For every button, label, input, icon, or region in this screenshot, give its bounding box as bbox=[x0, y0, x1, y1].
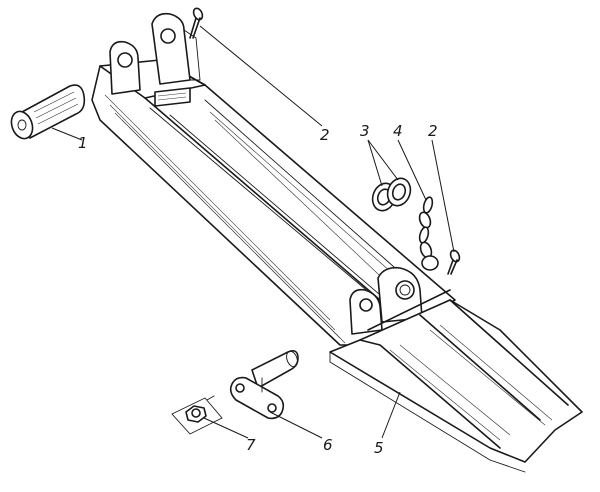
leader-3a bbox=[367, 139, 383, 187]
pin-with-plate-6 bbox=[229, 350, 299, 420]
boom-frame bbox=[91, 59, 456, 346]
leader-lines bbox=[51, 25, 455, 439]
boom-side-shading bbox=[104, 94, 401, 344]
tongue-shading bbox=[389, 324, 553, 441]
cotter-pin-right bbox=[447, 249, 461, 275]
front-lug-hole bbox=[395, 280, 415, 300]
fitting-7 bbox=[171, 395, 223, 435]
callout-4: 4 bbox=[393, 122, 403, 140]
callout-3: 3 bbox=[360, 122, 370, 140]
callout-2-right: 2 bbox=[428, 122, 438, 140]
callout-6: 6 bbox=[323, 436, 333, 454]
leader-6 bbox=[269, 411, 323, 439]
callout-2-top: 2 bbox=[320, 126, 330, 144]
rear-lug-hole-left bbox=[117, 52, 133, 68]
chain-4 bbox=[418, 196, 439, 271]
leader-5 bbox=[381, 391, 401, 439]
callout-1: 1 bbox=[78, 134, 88, 152]
tongue-plate bbox=[329, 299, 583, 473]
rear-lug-hole-right bbox=[160, 28, 176, 44]
leader-3b bbox=[367, 139, 399, 181]
leader-4 bbox=[397, 139, 427, 201]
rear-lugs bbox=[109, 12, 201, 95]
pin-1 bbox=[10, 84, 86, 140]
callout-5: 5 bbox=[374, 439, 384, 457]
washers-3 bbox=[371, 177, 412, 212]
leader-2b bbox=[431, 139, 455, 253]
leader-1 bbox=[51, 127, 83, 141]
callout-7: 7 bbox=[246, 436, 256, 454]
cotter-pin-top bbox=[189, 7, 204, 39]
leader-2a bbox=[199, 25, 323, 127]
leader-7 bbox=[203, 417, 249, 439]
